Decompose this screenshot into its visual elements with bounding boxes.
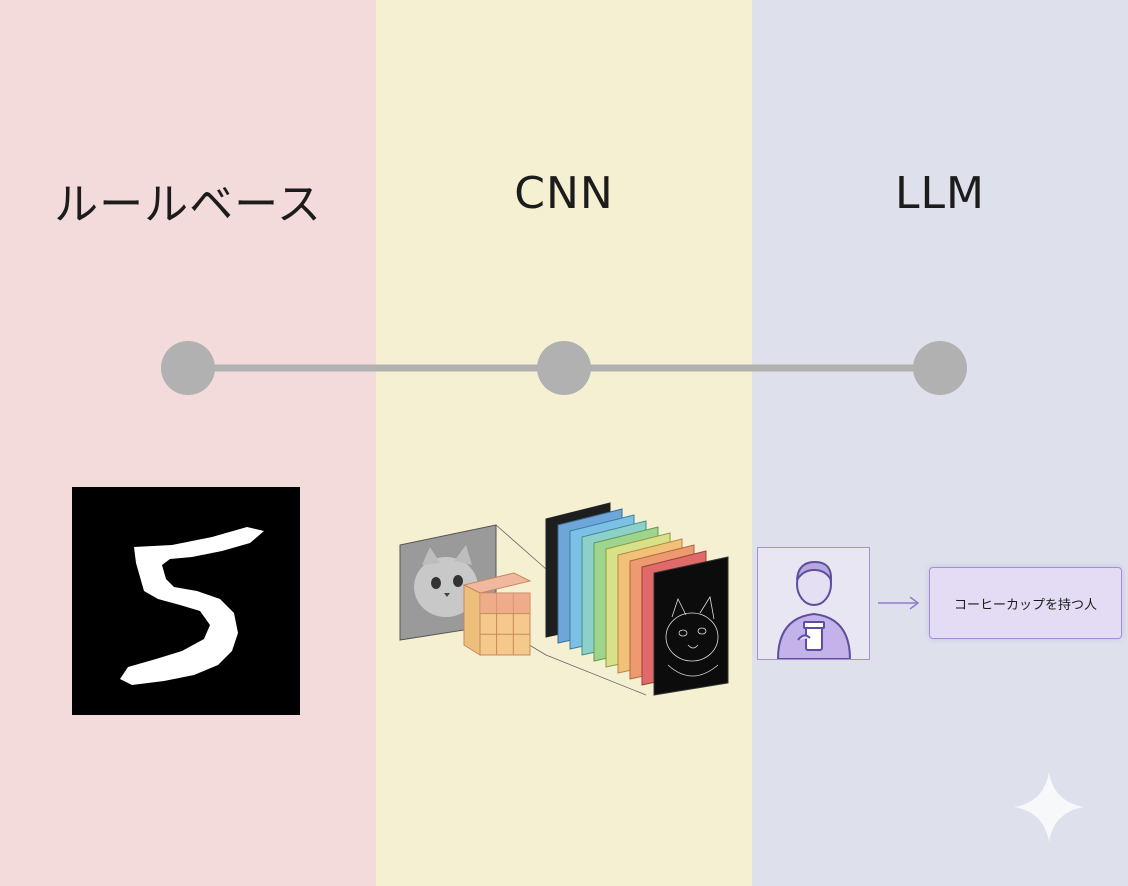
column-llm: LLM: [752, 0, 1128, 886]
llm-caption-text: コーヒーカップを持つ人: [953, 597, 1097, 613]
mnist-digit-image: [72, 487, 300, 715]
convolution-kernel-cube: [462, 572, 532, 656]
edge-cat-lines: [665, 595, 719, 677]
title-rule-based: ルールベース: [54, 179, 322, 230]
cnn-feature-map-illustration: [399, 502, 729, 696]
title-cnn: CNN: [514, 168, 614, 219]
digit-five-icon: [120, 527, 264, 685]
title-llm: LLM: [895, 168, 985, 219]
person-holding-cup-icon: [776, 560, 852, 660]
input-cat-image: [399, 524, 497, 641]
llm-caption-box: コーヒーカップを持つ人: [929, 567, 1122, 639]
column-cnn: CNN: [376, 0, 752, 886]
column-rule-based: ルールベース: [0, 0, 376, 886]
person-with-coffee-image: [757, 547, 870, 660]
feature-map-stack: [545, 502, 729, 696]
arrow-right-icon: [878, 596, 920, 610]
sparkle-icon: [1014, 772, 1084, 842]
